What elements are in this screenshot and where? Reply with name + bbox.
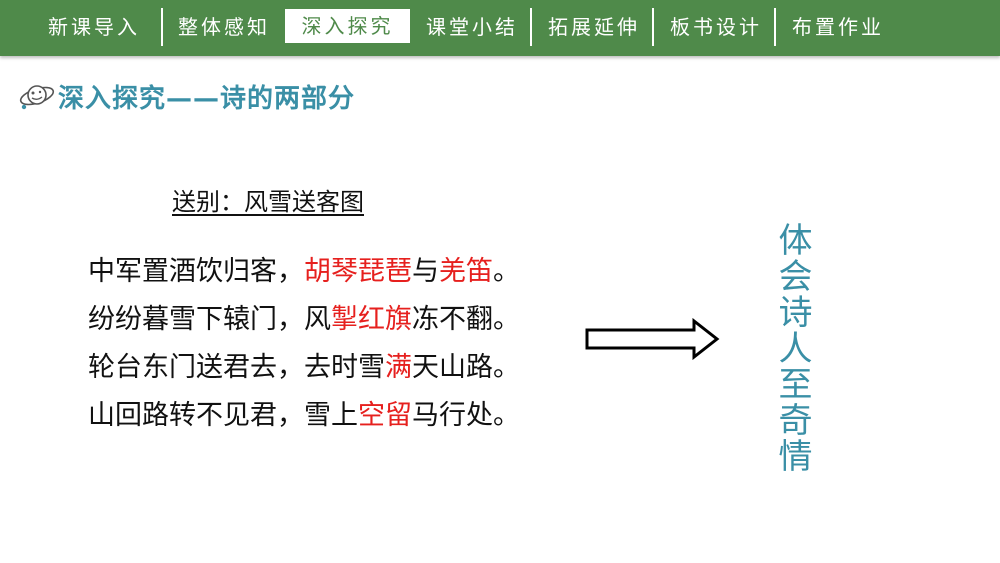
top-navigation-bar: 新课导入 整体感知 深入探究 课堂小结 拓展延伸 板书设计 布置作业 xyxy=(0,0,1000,56)
section-heading: 深入探究——诗的两部分 xyxy=(18,76,355,116)
tab-summary[interactable]: 课堂小结 xyxy=(426,15,518,39)
poem-line: 中军置酒饮归客，胡琴琵琶与羌笛。 xyxy=(88,248,520,296)
tab-board-design[interactable]: 板书设计 xyxy=(670,15,762,39)
poem-text: 。 xyxy=(493,256,520,287)
poem-line: 轮台东门送君去，去时雪满天山路。 xyxy=(88,344,520,392)
tab-overall-perception[interactable]: 整体感知 xyxy=(178,15,270,39)
tab-homework[interactable]: 布置作业 xyxy=(792,15,884,39)
tab-extension[interactable]: 拓展延伸 xyxy=(548,15,640,39)
tab-deep-exploration[interactable]: 深入探究 xyxy=(285,9,410,43)
tab-separator xyxy=(652,8,654,46)
poem-line: 山回路转不见君，雪上空留马行处。 xyxy=(88,392,520,440)
section-title: 深入探究——诗的两部分 xyxy=(58,83,356,114)
tab-separator xyxy=(161,8,163,46)
conclusion-text: 体会诗人至奇情 xyxy=(772,222,812,474)
poem-text: 中军置酒饮归客， xyxy=(88,256,304,287)
highlighted-phrase: 掣红旗 xyxy=(331,304,412,335)
tab-intro[interactable]: 新课导入 xyxy=(48,15,140,39)
poem-text: 冻不翻。 xyxy=(412,304,520,335)
highlighted-phrase: 羌笛 xyxy=(439,256,493,287)
highlighted-phrase: 胡琴琵琶 xyxy=(304,256,412,287)
tab-separator xyxy=(530,8,532,46)
planet-doodle-icon xyxy=(19,85,55,110)
highlighted-phrase: 满 xyxy=(385,352,412,383)
poem-body: 中军置酒饮归客，胡琴琵琶与羌笛。纷纷暮雪下辕门，风掣红旗冻不翻。轮台东门送君去，… xyxy=(88,248,520,440)
poem-text: 天山路。 xyxy=(412,352,520,383)
poem-text: 轮台东门送君去，去时雪 xyxy=(88,352,385,383)
poem-text: 马行处。 xyxy=(412,400,520,431)
right-arrow-icon xyxy=(585,318,720,360)
poem-text: 与 xyxy=(412,256,439,287)
highlighted-phrase: 空留 xyxy=(358,400,412,431)
poem-text: 山回路转不见君，雪上 xyxy=(88,400,358,431)
poem-title: 送别：风雪送客图 xyxy=(172,188,364,216)
tab-separator xyxy=(774,8,776,46)
poem-text: 纷纷暮雪下辕门，风 xyxy=(88,304,331,335)
poem-line: 纷纷暮雪下辕门，风掣红旗冻不翻。 xyxy=(88,296,520,344)
